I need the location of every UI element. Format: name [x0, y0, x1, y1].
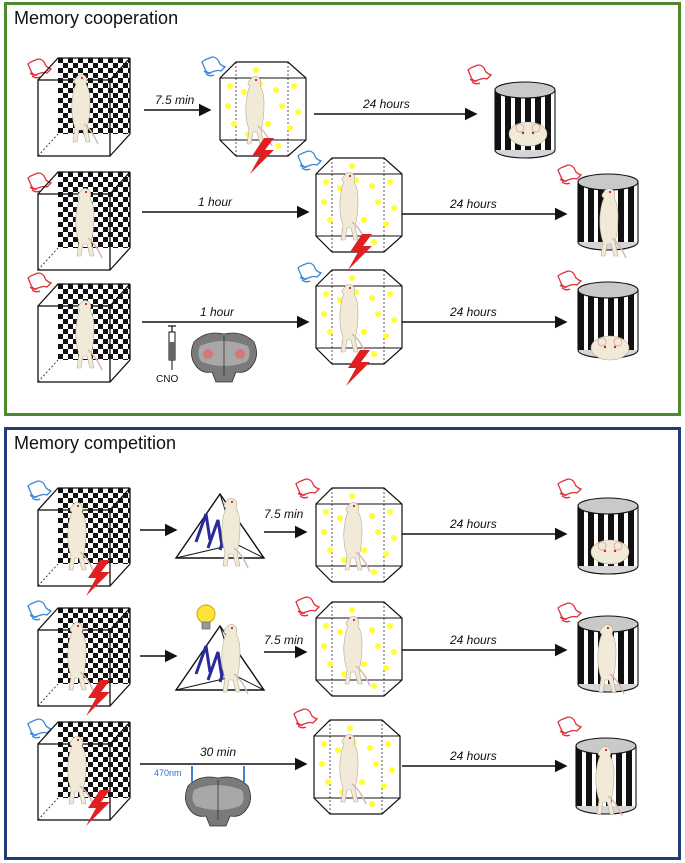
- tone-icon: [557, 270, 582, 291]
- tone-icon: [297, 150, 322, 171]
- shock-icon: [86, 560, 110, 596]
- brain-icon: [190, 332, 258, 383]
- delay-label: 24 hours: [449, 305, 497, 319]
- tone-icon: [27, 58, 52, 79]
- brain-region-marker: [203, 349, 213, 359]
- delay-label: 24 hours: [449, 517, 497, 531]
- tone-icon: [293, 708, 318, 729]
- brain-icon: [184, 776, 252, 827]
- interval-label: 30 min: [200, 745, 236, 759]
- tone-icon: [467, 64, 492, 85]
- tone-icon: [27, 172, 52, 193]
- drug-label: CNO: [156, 374, 178, 385]
- rat-icon: [590, 539, 630, 565]
- memory-competition-panel: [4, 427, 681, 860]
- light-label: 470nm: [154, 768, 182, 778]
- cylinder-icon: [494, 81, 556, 159]
- delay-label: 24 hours: [449, 633, 497, 647]
- syringe-icon: [167, 325, 177, 371]
- memory-cooperation-panel: [4, 2, 681, 416]
- tone-icon: [27, 718, 52, 739]
- tone-icon: [27, 480, 52, 501]
- hex-box-icon: [315, 269, 403, 365]
- tone-icon: [295, 596, 320, 617]
- competition-title: Memory competition: [14, 433, 177, 453]
- delay-label: 24 hours: [362, 97, 410, 111]
- delay-label: 24 hours: [449, 197, 497, 211]
- cooperation-title: Memory cooperation: [14, 8, 179, 28]
- lightbulb-icon: [196, 604, 216, 630]
- hex-box-icon: [315, 157, 403, 253]
- interval-label: 1 hour: [198, 195, 233, 209]
- triangle-maze-icon: [174, 624, 266, 692]
- delay-label: 24 hours: [449, 749, 497, 763]
- tone-icon: [295, 478, 320, 499]
- tone-icon: [297, 262, 322, 283]
- tone-icon: [557, 602, 582, 623]
- tone-icon: [27, 600, 52, 621]
- tone-icon: [557, 164, 582, 185]
- triangle-maze-icon: [174, 492, 266, 560]
- interval-label: 1 hour: [200, 305, 235, 319]
- interval-label: 7.5 min: [155, 93, 195, 107]
- tone-icon: [27, 272, 52, 293]
- brain-region-marker: [235, 349, 245, 359]
- interval-label: 7.5 min: [264, 633, 304, 647]
- tone-icon: [201, 56, 226, 77]
- interval-label: 7.5 min: [264, 507, 304, 521]
- rat-icon: [590, 335, 630, 361]
- tone-icon: [557, 716, 582, 737]
- shock-icon: [86, 680, 110, 716]
- rat-icon: [508, 121, 548, 147]
- tone-icon: [557, 478, 582, 499]
